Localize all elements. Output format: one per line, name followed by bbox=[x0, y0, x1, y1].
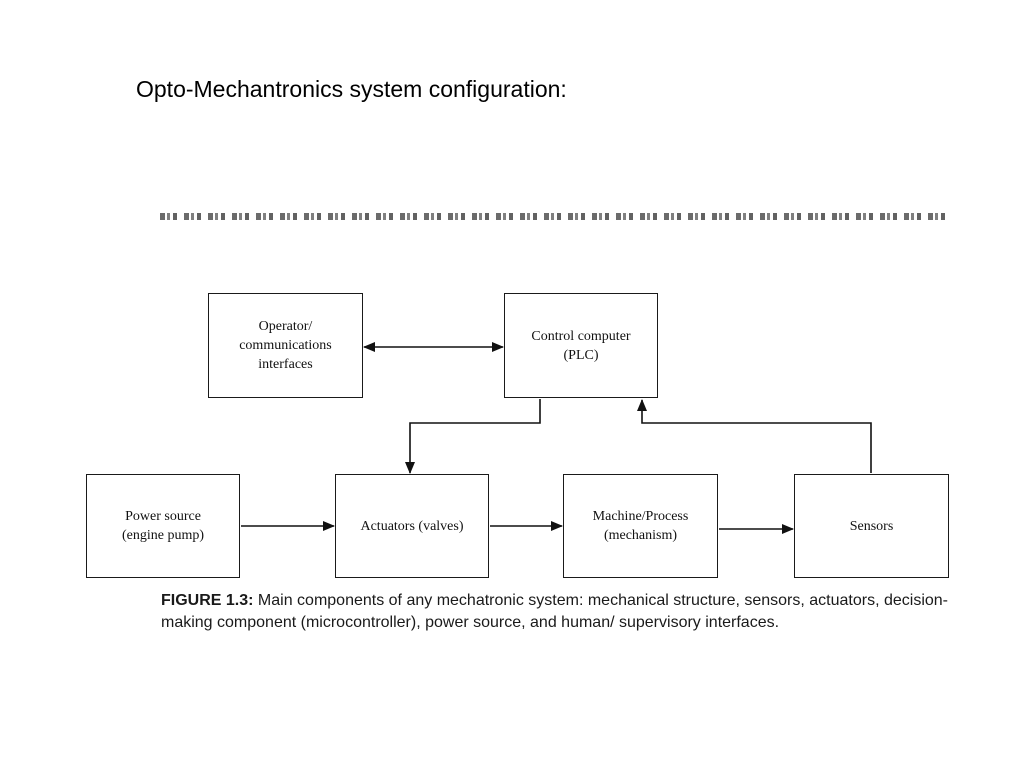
slide-title: Opto-Mechantronics system configuration: bbox=[136, 76, 567, 102]
node-machine-label: Machine/Process (mechanism) bbox=[592, 509, 689, 543]
figure-caption: FIGURE 1.3: Main components of any mecha… bbox=[161, 590, 961, 634]
node-control-label: Control computer (PLC) bbox=[531, 328, 631, 363]
node-actuators: Actuators (valves) bbox=[335, 474, 489, 578]
figure-label: FIGURE 1.3: bbox=[161, 592, 254, 609]
edge-control-actuators bbox=[405, 399, 541, 474]
edge-sensors-control bbox=[637, 399, 872, 473]
node-operator-interfaces: Operator/ communications interfaces bbox=[208, 293, 363, 398]
node-actuators-label: Actuators (valves) bbox=[360, 518, 464, 534]
node-sensors: Sensors bbox=[794, 474, 949, 578]
figure-caption-text: Main components of any mechatronic syste… bbox=[161, 592, 948, 631]
node-power-label: Power source (engine pump) bbox=[121, 509, 205, 543]
node-power-source: Power source (engine pump) bbox=[86, 474, 240, 578]
node-control-computer: Control computer (PLC) bbox=[504, 293, 658, 398]
node-sensors-label: Sensors bbox=[849, 518, 894, 534]
node-machine-process: Machine/Process (mechanism) bbox=[563, 474, 718, 578]
cropped-text-remnant bbox=[160, 211, 950, 223]
node-operator-label: Operator/ communications interfaces bbox=[239, 319, 332, 372]
